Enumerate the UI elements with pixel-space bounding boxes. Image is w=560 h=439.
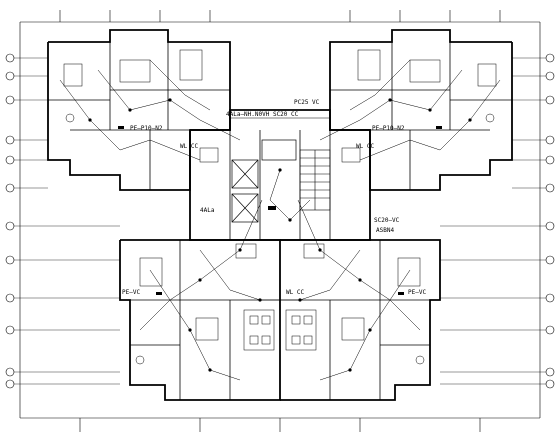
label-wl-lower: WL CC bbox=[286, 289, 304, 296]
grid-axis-markers bbox=[5, 53, 555, 389]
stair-core bbox=[299, 149, 331, 211]
fixtures bbox=[63, 49, 497, 365]
label-pe-unit-right: PE—P10—N2 bbox=[372, 125, 405, 132]
label-panel-feed-main: 4ALa—NH.N0VH SC20 CC bbox=[226, 111, 299, 118]
label-panel-feed-pc: PC25 VC bbox=[294, 99, 320, 106]
elevator-shafts bbox=[231, 139, 297, 223]
label-asb: ASBN4 bbox=[376, 227, 394, 234]
grid-axis-lines bbox=[14, 57, 546, 385]
interior-partitions bbox=[48, 42, 512, 400]
label-sc20-vc: SC20—VC bbox=[374, 217, 400, 224]
dimension-frame bbox=[19, 10, 541, 432]
label-pe-unit-left: PE—P10—N2 bbox=[130, 125, 163, 132]
label-wc-right: WL CC bbox=[356, 143, 374, 150]
label-pe-lower-right: PE—VC bbox=[408, 289, 426, 296]
label-core-panel: 4ALa bbox=[200, 207, 215, 214]
label-pe-lower-left: PE—VC bbox=[122, 289, 140, 296]
electrical-points bbox=[88, 98, 472, 372]
label-wc-left: WL CC bbox=[180, 143, 198, 150]
distribution-panels bbox=[118, 126, 442, 295]
